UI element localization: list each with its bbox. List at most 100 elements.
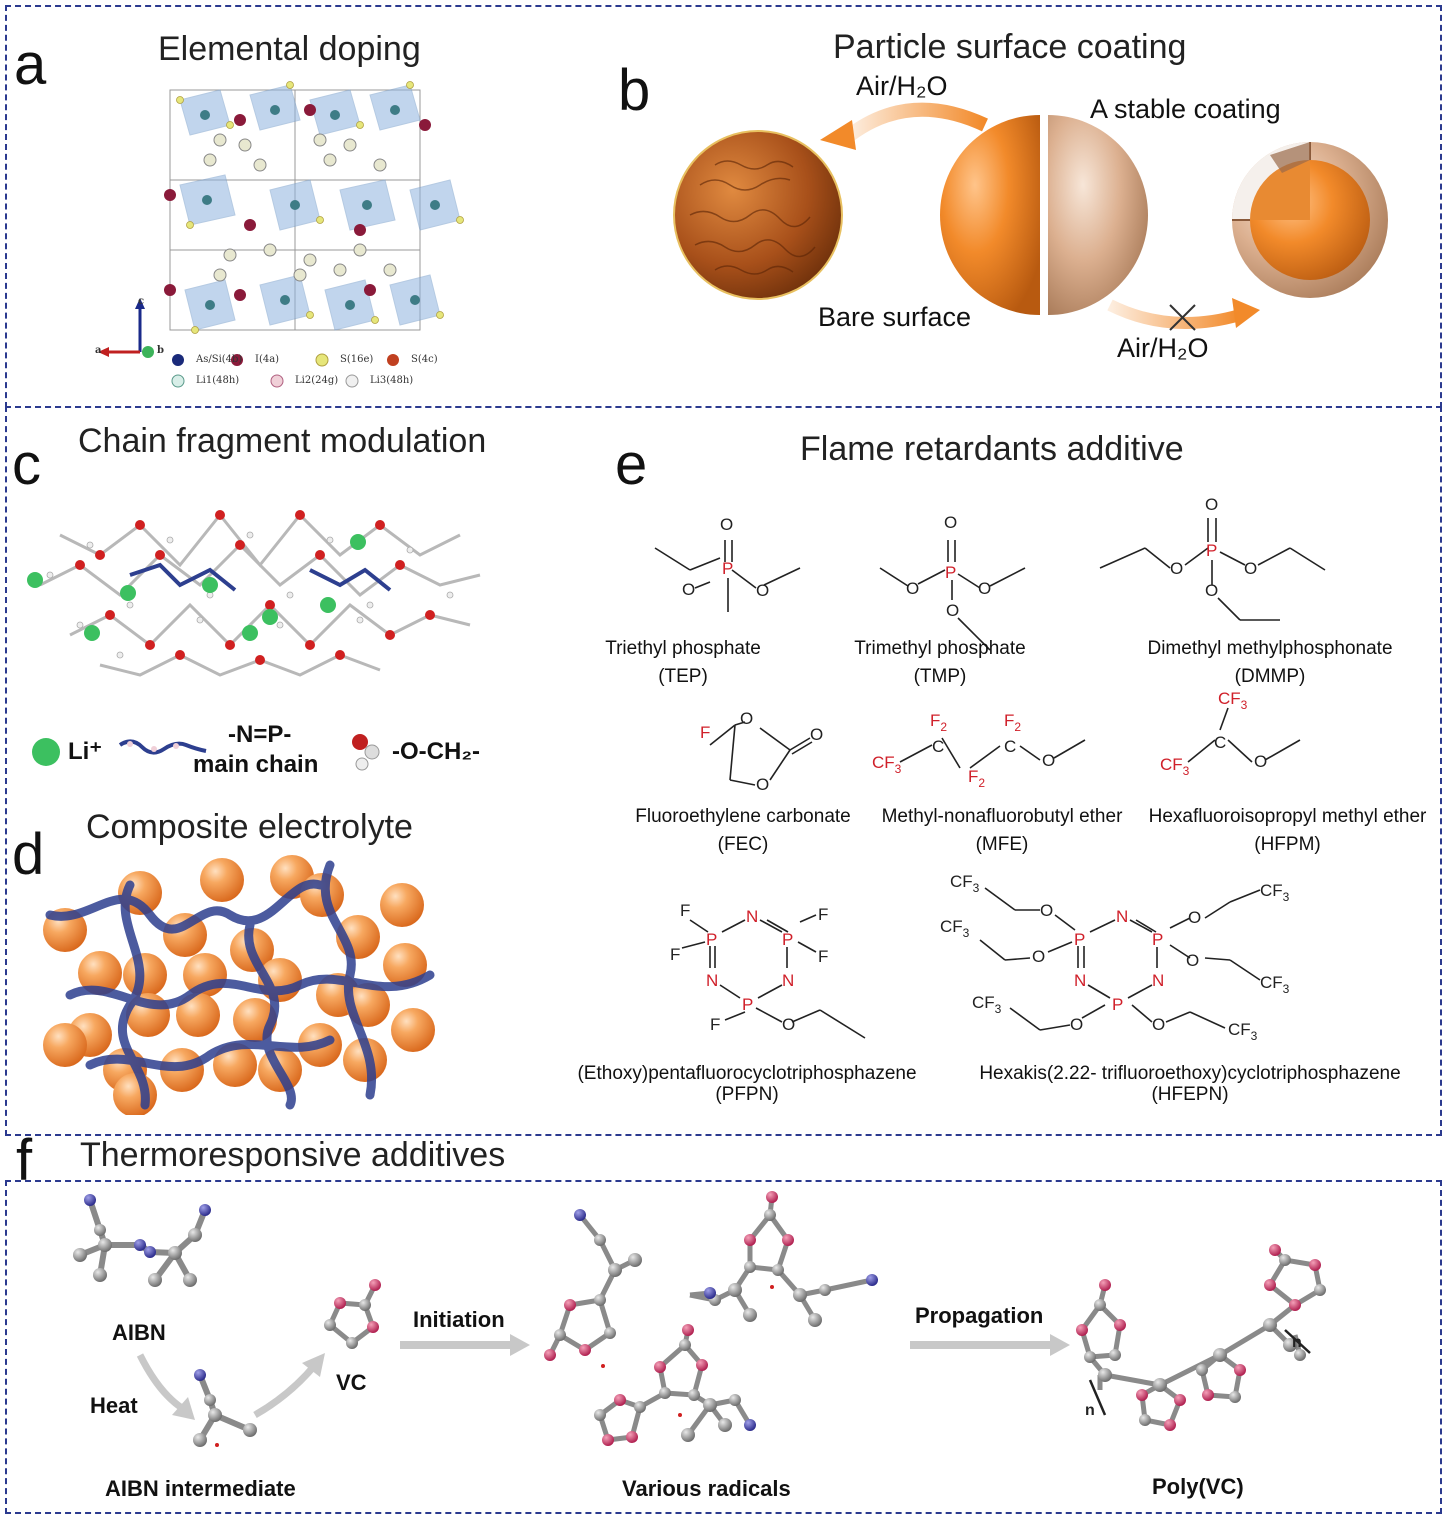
aibn-label: AIBN [112, 1320, 166, 1345]
panel-cde-border [5, 406, 1442, 1136]
dmmp-abbr: (DMMP) [1234, 666, 1306, 687]
svg-text:P: P [1206, 541, 1217, 560]
svg-text:P: P [782, 930, 793, 949]
svg-text:O: O [1205, 581, 1218, 600]
svg-text:O: O [978, 579, 991, 598]
propagation-label: Propagation [915, 1303, 1044, 1328]
svg-text:C: C [1214, 733, 1226, 752]
svg-text:F: F [670, 945, 680, 964]
legend-li3: Li3(48h) [370, 375, 414, 386]
svg-text:CF3: CF3 [1260, 973, 1290, 996]
svg-text:O: O [1040, 901, 1053, 920]
panel-b-title: Particle surface coating [833, 28, 1187, 66]
axes-indicator [98, 298, 154, 358]
svg-text:O: O [1042, 751, 1055, 770]
bare-surface-label: Bare surface [818, 302, 972, 332]
hfpm-abbr: (HFPM) [1254, 834, 1321, 855]
hfpm-name: Hexafluoroisopropyl methyl ether [1148, 806, 1427, 827]
tmp-abbr: (TMP) [913, 666, 967, 687]
panel-f-title: Thermoresponsive additives [80, 1136, 506, 1174]
svg-text:N: N [782, 971, 794, 990]
svg-text:O: O [944, 513, 957, 532]
svg-text:CF3: CF3 [950, 872, 980, 895]
air-h2o-bottom-label: Air/H₂O [1117, 333, 1209, 363]
tmp-name: Trimethyl phosphate [854, 638, 1026, 659]
svg-text:P: P [945, 563, 956, 582]
svg-text:O: O [1152, 1015, 1165, 1034]
svg-text:N: N [1074, 971, 1086, 990]
svg-text:N: N [1116, 907, 1128, 926]
legend-as-si: As/Si(4b) [196, 354, 243, 365]
panel-d-title: Composite electrolyte [86, 808, 413, 846]
svg-text:O: O [1188, 908, 1201, 927]
svg-text:F2: F2 [968, 767, 985, 790]
svg-text:O: O [1032, 947, 1045, 966]
svg-text:CF3: CF3 [1260, 881, 1290, 904]
legend-s16e: S(16e) [340, 354, 374, 365]
svg-text:P: P [1074, 930, 1085, 949]
svg-text:n: n [1292, 1334, 1302, 1351]
pfpn-abbr: (PFPN) [715, 1084, 779, 1105]
svg-text:CF3: CF3 [1228, 1020, 1258, 1043]
crystal-legend-markers [171, 353, 399, 388]
dmmp-name: Dimethyl methylphosphonate [1147, 638, 1393, 659]
svg-text:CF3: CF3 [1160, 755, 1190, 778]
crystal-structure [164, 81, 464, 334]
aibn-intermediate-label: AIBN intermediate [105, 1476, 296, 1501]
poly-vc-label: Poly(VC) [1152, 1474, 1244, 1499]
axis-b-label: b [157, 345, 164, 356]
svg-text:CF3: CF3 [972, 993, 1002, 1016]
legend-och2-label: -O-CH₂- [392, 738, 480, 765]
svg-text:O: O [946, 601, 959, 620]
svg-text:O: O [740, 709, 753, 728]
svg-text:O: O [756, 775, 769, 794]
svg-text:C: C [932, 737, 944, 756]
svg-text:CF3: CF3 [1218, 689, 1248, 712]
svg-text:O: O [1186, 951, 1199, 970]
svg-text:O: O [1244, 559, 1257, 578]
svg-text:P: P [1152, 930, 1163, 949]
panel-c-letter: c [12, 432, 41, 497]
legend-i: I(4a) [255, 354, 280, 365]
panel-e-letter: e [615, 432, 648, 497]
air-h2o-top-label: Air/H₂O [856, 71, 948, 101]
svg-text:F2: F2 [930, 711, 947, 734]
hfepn-name: Hexakis(2.22- trifluoroethoxy)cyclotriph… [979, 1063, 1401, 1084]
initiation-label: Initiation [413, 1307, 505, 1332]
svg-text:O: O [756, 581, 769, 600]
svg-text:O: O [810, 725, 823, 744]
polymer-chain-model [27, 510, 481, 677]
legend-s4c: S(4c) [411, 354, 438, 365]
chain-legend-icons [32, 734, 380, 771]
legend-li2: Li2(24g) [295, 375, 339, 386]
particle-coating-diagram [673, 102, 1388, 331]
panel-d-letter: d [12, 822, 45, 887]
fec-name: Fluoroethylene carbonate [635, 806, 851, 827]
hfepn-abbr: (HFEPN) [1151, 1084, 1229, 1105]
svg-text:CF3: CF3 [872, 753, 902, 776]
svg-text:P: P [722, 559, 733, 578]
mfe-name: Methyl-nonafluorobutyl ether [881, 806, 1123, 827]
fec-abbr: (FEC) [717, 834, 769, 855]
svg-text:F: F [680, 901, 690, 920]
svg-text:P: P [742, 995, 753, 1014]
svg-text:C: C [1004, 737, 1016, 756]
panel-a-title: Elemental doping [158, 30, 421, 68]
tep-name: Triethyl phosphate [605, 638, 761, 659]
vc-label: VC [336, 1370, 367, 1395]
svg-text:O: O [1254, 752, 1267, 771]
panel-a-letter: a [14, 32, 47, 97]
svg-text:P: P [1112, 995, 1123, 1014]
svg-text:N: N [706, 971, 718, 990]
svg-text:O: O [682, 580, 695, 599]
svg-text:F: F [818, 905, 828, 924]
svg-text:P: P [706, 930, 717, 949]
svg-text:O: O [906, 579, 919, 598]
tep-abbr: (TEP) [658, 666, 708, 687]
panel-f-border [5, 1180, 1442, 1514]
svg-text:N: N [746, 907, 758, 926]
legend-li-label: Li⁺ [68, 738, 102, 765]
thermoresponsive-scheme: n n [73, 1191, 1326, 1447]
panel-b-letter: b [618, 58, 651, 123]
